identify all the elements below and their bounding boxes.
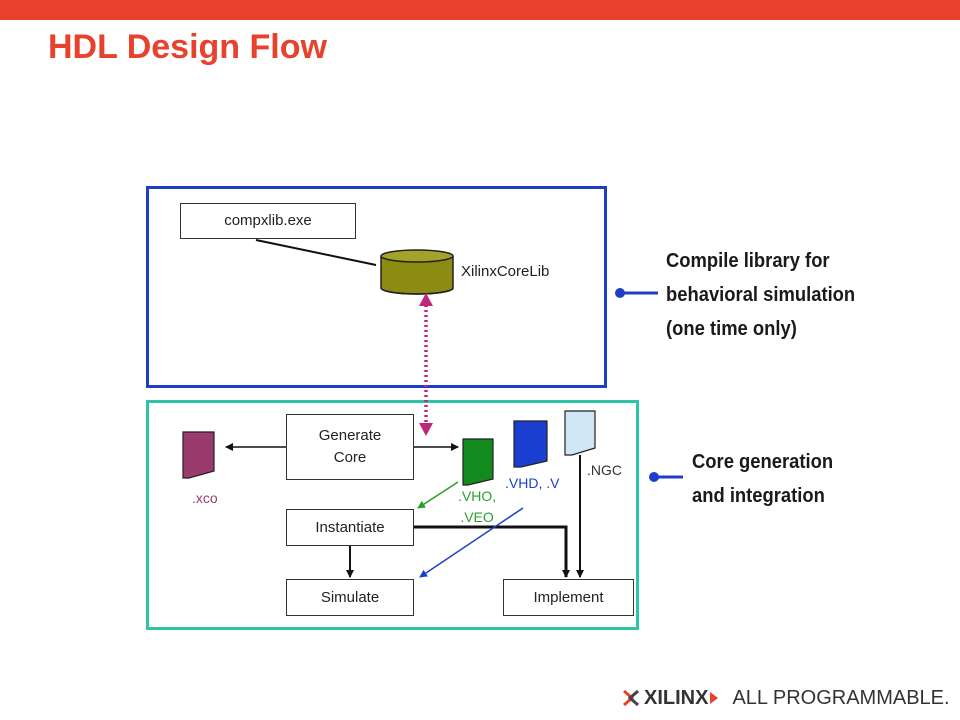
logo-tagline: ALL PROGRAMMABLE. <box>732 686 950 709</box>
simulate-box: Simulate <box>286 579 414 616</box>
xco-file-icon <box>182 431 215 479</box>
generate-core-box: Generate Core <box>286 414 414 480</box>
vho-file-label: .VHO, .VEO <box>458 486 496 528</box>
core-caption-line-2: and integration <box>692 485 825 507</box>
compile-library-panel <box>146 186 607 388</box>
core-caption-line-1: Core generation <box>692 451 834 473</box>
vhd-file-icon <box>513 420 548 468</box>
xilinx-logo-icon <box>623 689 639 707</box>
compxlib-to-corelib-arrow <box>255 239 377 266</box>
core-caption-connector <box>649 472 683 482</box>
vho-file-icon <box>462 438 494 486</box>
xilinx-logo: XILINX ALL PROGRAMMABLE. <box>622 686 950 710</box>
compile-caption-line-3: (one time only) <box>666 318 797 340</box>
vho-to-instantiate-arrow <box>417 481 459 509</box>
instantiate-to-implement-arrow <box>414 525 570 578</box>
ngc-file-label: .NGC <box>587 462 622 478</box>
vho-file-label-line-2: .VEO <box>460 509 494 525</box>
compile-caption-connector <box>615 288 658 298</box>
database-icon <box>380 249 454 295</box>
generate-core-line-1: Generate <box>318 427 382 444</box>
vhd-file-label: .VHD, .V <box>505 475 560 491</box>
generate-core-line-2: Core <box>333 449 367 466</box>
vhd-to-simulate-arrow <box>419 507 524 578</box>
xco-file-label: .xco <box>192 490 218 506</box>
implement-box: Implement <box>503 579 634 616</box>
corelib-link-arrow <box>419 293 433 436</box>
compile-caption-line-2: behavioral simulation <box>666 284 856 306</box>
chevron-right-icon <box>710 692 718 704</box>
corelib-label: XilinxCoreLib <box>461 263 550 280</box>
compxlib-box: compxlib.exe <box>180 203 356 239</box>
logo-brand: XILINX <box>644 686 709 709</box>
instantiate-box: Instantiate <box>286 509 414 546</box>
compile-caption: Compile library for behavioral simulatio… <box>666 244 855 346</box>
ngc-file-icon <box>564 410 596 456</box>
core-caption: Core generation and integration <box>692 445 833 513</box>
core-generation-panel <box>146 400 639 630</box>
vho-file-label-line-1: .VHO, <box>458 488 497 504</box>
header-bar <box>0 0 960 20</box>
compile-caption-line-1: Compile library for <box>666 250 830 272</box>
page-title: HDL Design Flow <box>48 28 327 66</box>
